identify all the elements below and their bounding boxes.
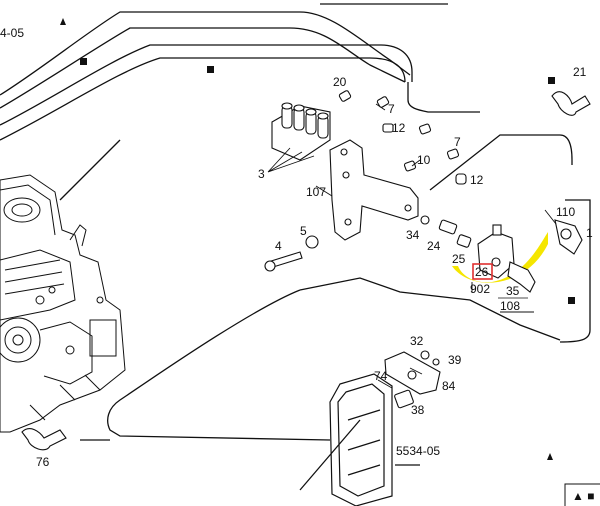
callout-38: 38 — [411, 403, 425, 417]
callout-107: 107 — [306, 185, 326, 199]
triangle-marker — [547, 453, 553, 460]
sensor-110 — [554, 219, 583, 255]
markers — [60, 18, 575, 460]
callout-110: 110 — [556, 205, 575, 219]
callout-21: 21 — [573, 65, 587, 79]
callout-34: 34 — [406, 228, 420, 242]
callout-84: 84 — [442, 379, 456, 393]
callout-3: 3 — [258, 167, 265, 181]
reference-corner-box — [564, 483, 600, 506]
callout-10: 10 — [417, 153, 431, 167]
square-marker — [207, 66, 214, 73]
square-marker — [568, 297, 575, 304]
connector-21 — [551, 91, 591, 116]
square-marker — [80, 58, 87, 65]
callout-7a: 7 — [388, 102, 395, 116]
frame-lines — [0, 3, 591, 491]
callout-35: 35 — [506, 284, 520, 298]
callout-7b: 7 — [454, 135, 461, 149]
solenoid-valve-block — [271, 102, 331, 161]
callout-1: 1 — [586, 226, 593, 240]
bracket-107 — [329, 139, 419, 241]
callout-74: 74 — [374, 369, 388, 383]
fittings — [264, 90, 472, 272]
callout-76: 76 — [36, 455, 50, 469]
callout-32: 32 — [410, 334, 424, 348]
ref-label-top-left: 4-05 — [0, 26, 24, 40]
leader-lines — [267, 103, 557, 389]
square-marker — [548, 77, 555, 84]
callout-5: 5 — [300, 224, 307, 238]
control-module-84 — [384, 350, 441, 409]
callout-108: 108 — [500, 299, 520, 313]
connector-76 — [21, 428, 67, 451]
ref-label-bottom: 5534-05 — [396, 444, 440, 458]
gasket-5534-05 — [329, 373, 393, 506]
callout-12a: 12 — [392, 121, 406, 135]
pressure-regulator-26 — [477, 224, 536, 293]
reference-corner-marker: ▲ ■ — [572, 489, 594, 503]
callout-39: 39 — [448, 353, 462, 367]
engine-block — [0, 174, 126, 433]
callout-902: 902 — [470, 282, 490, 296]
callout-4: 4 — [275, 239, 282, 253]
callout-12b: 12 — [470, 173, 484, 187]
callout-26: 26 — [475, 265, 489, 279]
triangle-marker — [60, 18, 66, 25]
callout-24: 24 — [427, 239, 441, 253]
callout-20: 20 — [333, 75, 347, 89]
callout-25: 25 — [452, 252, 466, 266]
selection-box — [472, 263, 493, 280]
